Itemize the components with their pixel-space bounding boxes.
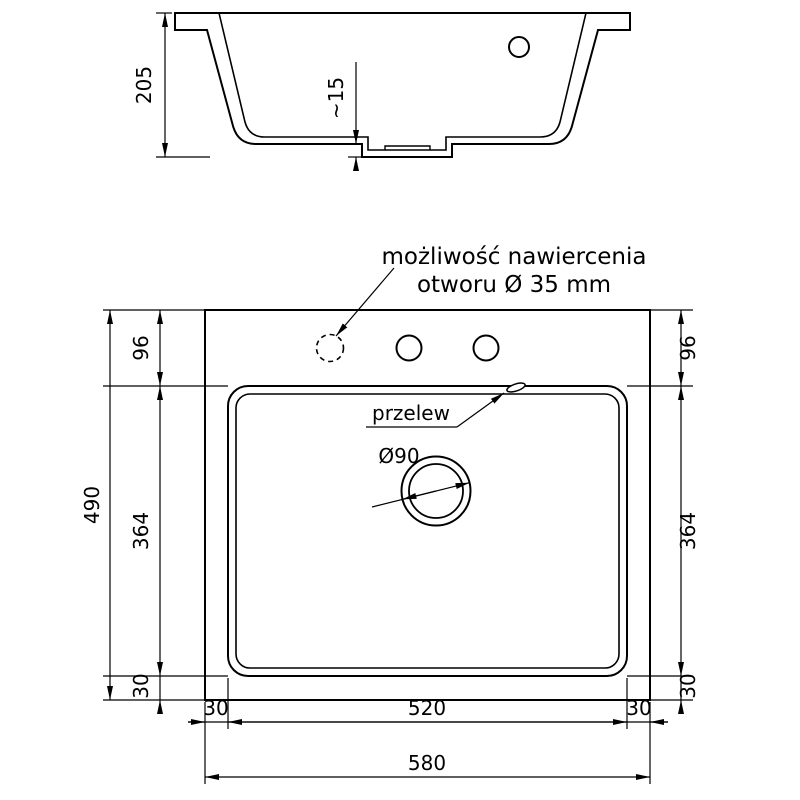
drain-diameter-label: Ø90 (378, 444, 419, 468)
dim-left-bottom: 30 (129, 673, 153, 698)
dim-recess-depth: ~15 (324, 77, 348, 119)
dim-left-top: 96 (129, 335, 153, 360)
overflow-label: przelew (372, 401, 450, 425)
dim-bottom-left: 30 (203, 696, 228, 720)
section-dimension-lines (156, 12, 364, 171)
drain-outer-circle (400, 455, 472, 527)
overflow-mark (506, 382, 526, 393)
overflow-hole-section (508, 36, 530, 58)
dim-left-bowl: 364 (129, 512, 153, 550)
faucet-hole-2 (472, 334, 500, 362)
annotation-line1: możliwość nawiercenia (382, 244, 647, 270)
dim-bottom-right: 30 (626, 696, 651, 720)
dim-total-width: 580 (408, 751, 446, 775)
sink-outline-plan (204, 309, 651, 701)
sink-section-inner-surface (218, 12, 587, 151)
drain-fitting-section (384, 145, 431, 150)
plan-dimension-lines (107, 310, 684, 780)
labels: 205 ~15 możliwość nawiercenia otworu Ø 3… (80, 66, 700, 775)
plan-view (103, 267, 693, 784)
faucet-hole-1 (395, 334, 423, 362)
bowl-inner-edge (235, 393, 620, 669)
section-view (156, 12, 631, 171)
dim-right-bottom: 30 (676, 673, 700, 698)
bowl-outer-edge (227, 385, 628, 677)
sink-section-outline (174, 12, 631, 158)
dim-right-bowl: 364 (676, 512, 700, 550)
dim-bottom-bowl: 520 (408, 696, 446, 720)
optional-drill-hole (315, 333, 345, 363)
annotation-line2: otworu Ø 35 mm (417, 272, 611, 298)
dim-right-top: 96 (676, 335, 700, 360)
dim-total-height: 490 (80, 486, 104, 524)
plan-extension-lines (103, 309, 693, 784)
drain-inner-circle (408, 463, 464, 519)
dim-depth: 205 (132, 66, 156, 104)
leader-lines (335, 267, 505, 508)
